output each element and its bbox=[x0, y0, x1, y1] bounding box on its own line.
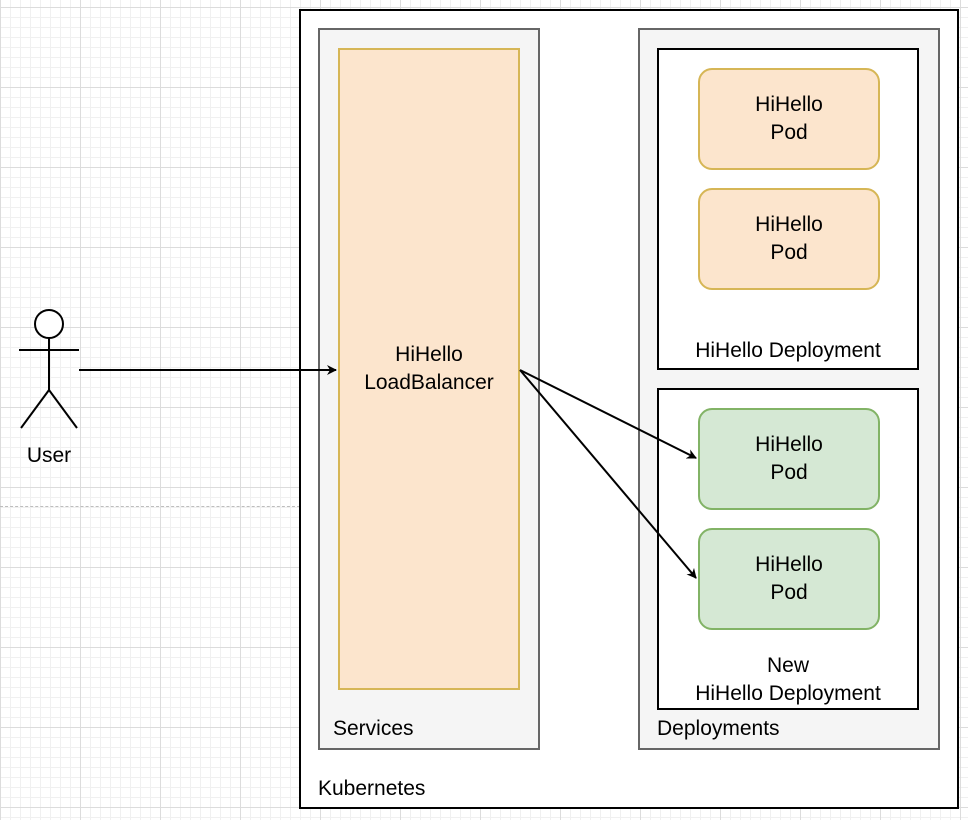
new-hihello-deployment-label: New HiHello Deployment bbox=[657, 652, 919, 708]
kubernetes-label: Kubernetes bbox=[318, 777, 426, 800]
old-pod-1[interactable]: HiHello Pod bbox=[698, 68, 880, 170]
pod-line2: Pod bbox=[770, 121, 808, 144]
pod-line1: HiHello bbox=[755, 213, 823, 236]
pod-line2: Pod bbox=[770, 241, 808, 264]
new-deployment-label-line2: HiHello Deployment bbox=[695, 682, 881, 705]
services-label: Services bbox=[333, 717, 414, 740]
new-deployment-label-line1: New bbox=[766, 654, 809, 677]
deployments-label: Deployments bbox=[657, 717, 780, 740]
pod-line1: HiHello bbox=[755, 93, 823, 116]
pod-line2: Pod bbox=[770, 461, 808, 484]
load-balancer-line2: LoadBalancer bbox=[364, 371, 494, 394]
load-balancer-line1: HiHello bbox=[395, 343, 463, 366]
hihello-deployment-label: HiHello Deployment bbox=[695, 339, 881, 362]
lane-divider bbox=[0, 506, 300, 507]
new-pod-2[interactable]: HiHello Pod bbox=[698, 528, 880, 630]
load-balancer-label: HiHello LoadBalancer bbox=[338, 341, 520, 397]
user-label: User bbox=[26, 444, 72, 467]
old-pod-2[interactable]: HiHello Pod bbox=[698, 188, 880, 290]
new-pod-1[interactable]: HiHello Pod bbox=[698, 408, 880, 510]
load-balancer-box[interactable] bbox=[338, 48, 520, 690]
pod-line1: HiHello bbox=[755, 433, 823, 456]
pod-line1: HiHello bbox=[755, 553, 823, 576]
connector-loadbalancer-to-new-pod-2[interactable] bbox=[519, 369, 697, 579]
user-actor-icon[interactable] bbox=[19, 309, 79, 429]
connector-loadbalancer-to-new-pod-1[interactable] bbox=[519, 369, 697, 459]
pod-line2: Pod bbox=[770, 581, 808, 604]
